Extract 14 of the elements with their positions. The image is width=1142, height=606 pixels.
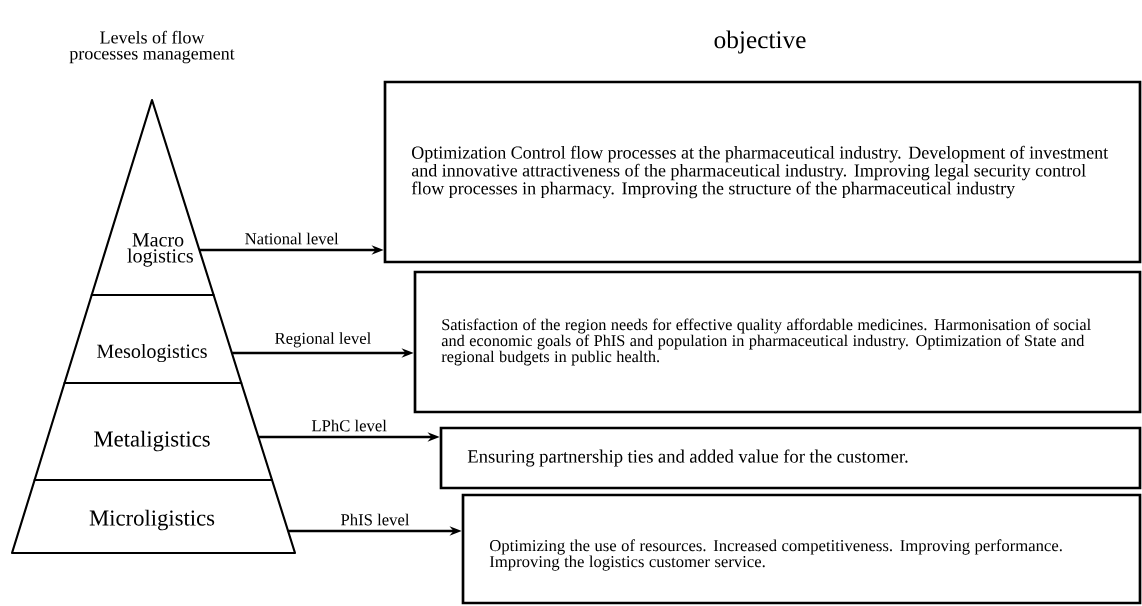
edge-label: LPhC level [310, 418, 389, 433]
edge-label: Regional level [273, 330, 373, 349]
objective-box: Optimizing the use of resources. Increased competitiveness. Improving performance. Improving the logistics customer service. [461, 493, 1142, 605]
heading: Levels of flow processes management [69, 30, 235, 64]
pyramid-tier: Microligistics [10, 478, 297, 555]
heading: objective [714, 30, 806, 54]
edge-label: PhIS level [339, 512, 411, 527]
objective-box: Optimization Control flow processes at the pharmaceutical industry. Development of investment and innovative attractiveness of the pharmaceutical industry. Improving legal security control flow processes in pharmacy. Improving the structure of the pharmaceutical industry [383, 80, 1142, 264]
edge-label: National level [243, 231, 340, 246]
pyramid-tier: Metaligistics [33, 381, 274, 482]
objective-box: Satisfaction of the region needs for effective quality affordable medicines. Harmonisation of social and economic goals of PhIS and population in pharmaceutical industry. Optimization of State and regional budgets in public health. [413, 270, 1142, 414]
pyramid-tier: Mesologistics [63, 293, 243, 385]
objective-box: Ensuring partnership ties and added value for the customer. [439, 426, 1142, 490]
pyramid-tier: Macro logistics [90, 98, 215, 297]
